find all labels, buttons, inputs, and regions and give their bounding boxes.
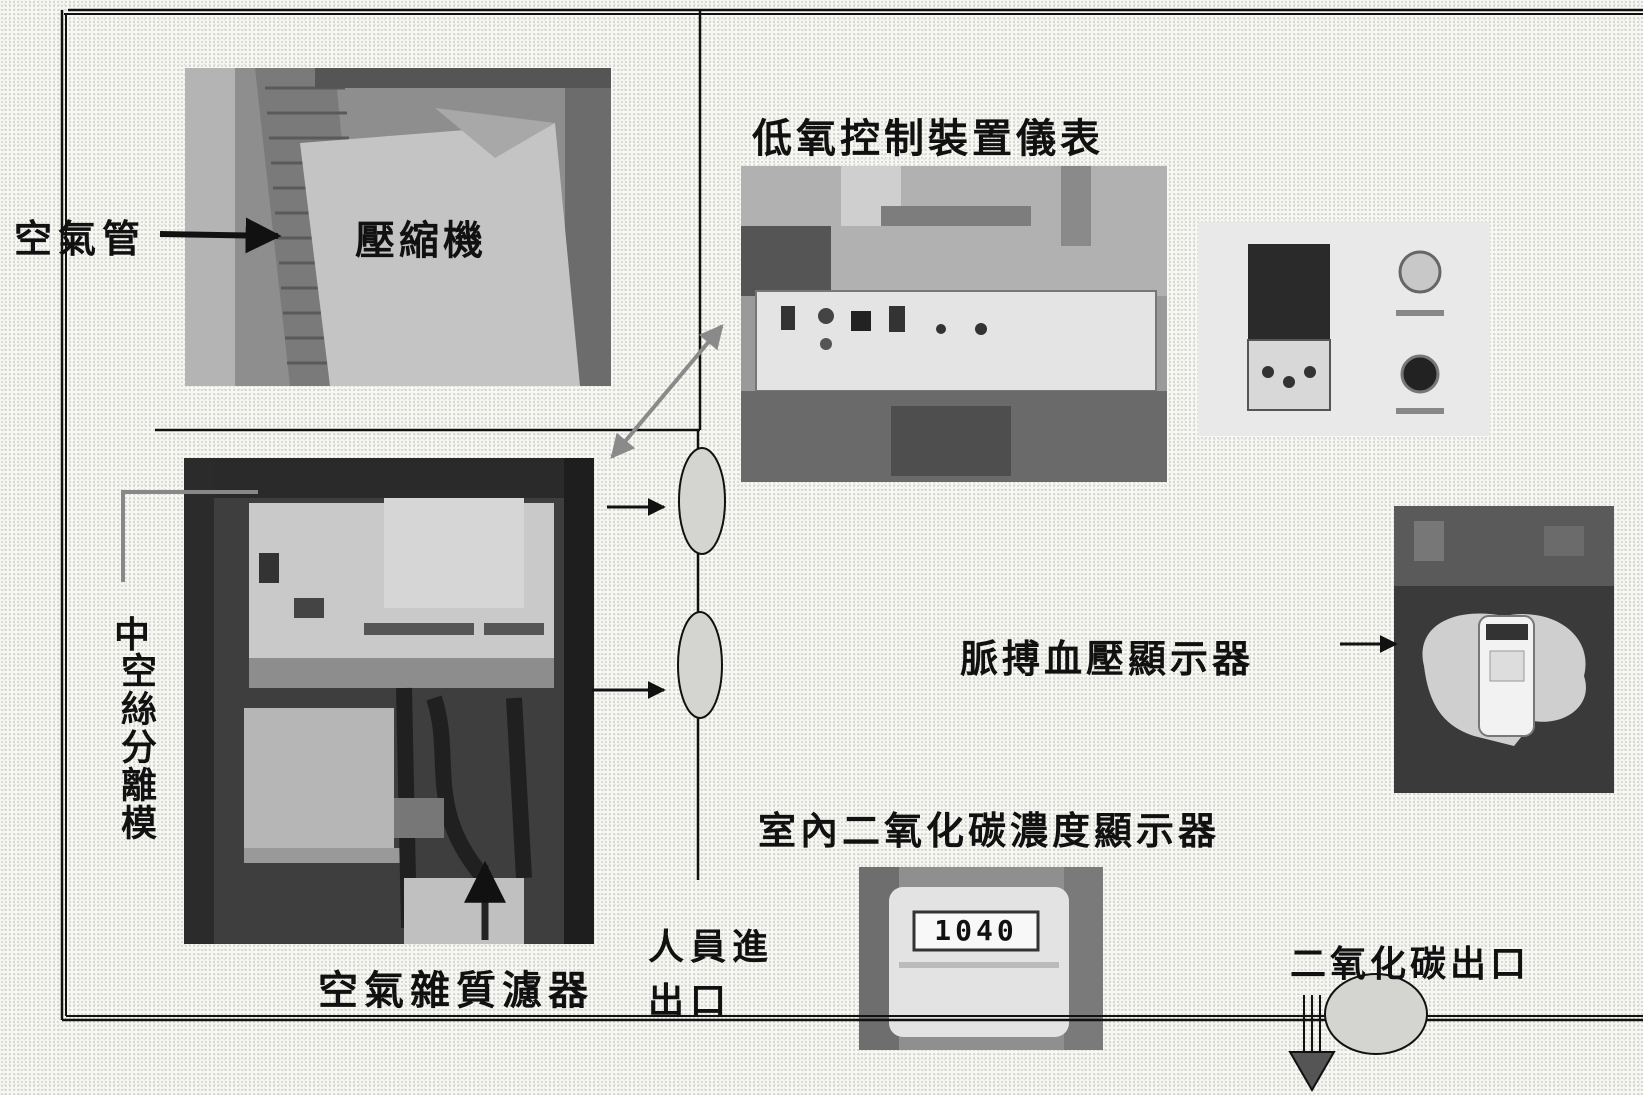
hollow-fiber-label-line1: 中 <box>114 614 157 656</box>
control-device-double-arrow <box>610 324 724 459</box>
pulse-oximeter-photo <box>1394 506 1614 793</box>
lower-vent-ellipse <box>677 611 723 719</box>
entrance-label-line1: 人員進 <box>648 926 775 968</box>
upper-vent-ellipse <box>678 447 726 555</box>
compressor-photo <box>185 68 611 386</box>
control-panel-closeup-photo <box>1198 222 1490 436</box>
hypoxia-meter-label: 低氧控制裝置儀表 <box>752 115 1104 162</box>
hollow-fiber-label-line2: 空絲分離模 <box>115 652 157 842</box>
entrance-label-line2: 出口 <box>648 980 733 1022</box>
pulse-bp-display-label: 脈搏血壓顯示器 <box>960 636 1255 681</box>
co2-meter-reading: 1040 <box>934 914 1017 947</box>
co2-outlet-label: 二氧化碳出口 <box>1290 943 1531 985</box>
air-pipe-arrow <box>159 217 282 254</box>
co2-outlet-down-arrow <box>1288 995 1336 1092</box>
hollow-fiber-bracket <box>121 490 258 582</box>
hollow-fiber-separator-photo <box>184 458 594 944</box>
co2-display-label: 室內二氧化碳濃度顯示器 <box>758 808 1221 853</box>
compressor-label: 壓縮機 <box>355 217 487 264</box>
co2-outlet-ellipse <box>1324 973 1428 1055</box>
air-pipe-label: 空氣管 <box>14 216 147 261</box>
air-filter-label: 空氣雜質濾器 <box>318 967 594 1014</box>
hypoxia-control-device-photo <box>741 166 1167 482</box>
